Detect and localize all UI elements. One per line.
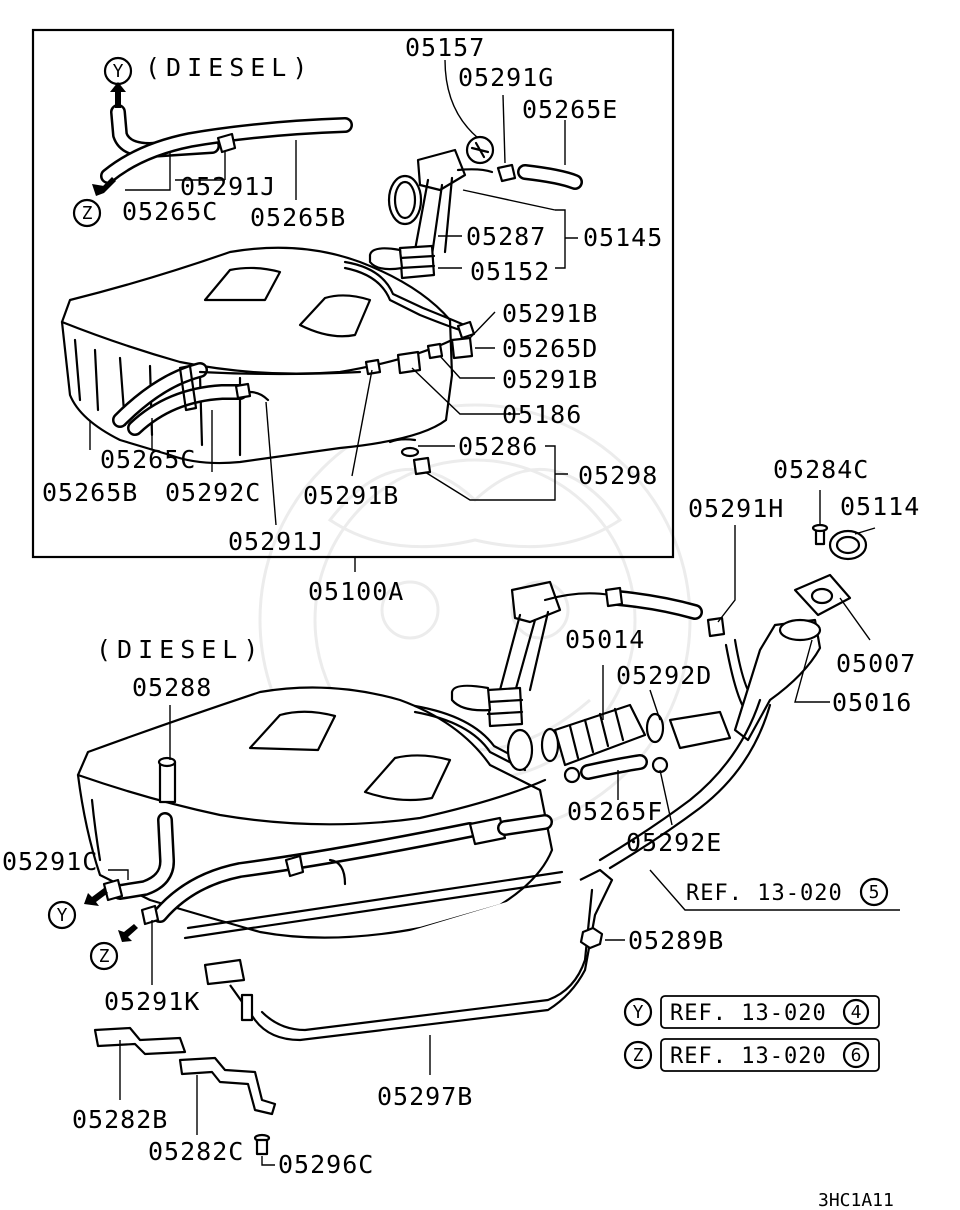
main-hoses xyxy=(102,812,553,926)
ref-legend-y-num: 4 xyxy=(851,1002,862,1023)
label-05265C-bot: 05265C xyxy=(100,445,196,474)
ref-line-text: REF. 13-020 xyxy=(686,881,843,906)
inset-marker-z-circle xyxy=(72,198,102,228)
label-05296C: 05296C xyxy=(278,1150,374,1179)
main-marker-y-circle xyxy=(47,900,77,930)
label-05016: 05016 xyxy=(832,688,912,717)
label-05297B: 05297B xyxy=(377,1082,473,1111)
main-marker-z: Z xyxy=(99,946,110,967)
main-leader-lines xyxy=(108,490,900,1166)
filler-neck-assembly xyxy=(506,618,822,870)
label-05291H: 05291H xyxy=(688,494,784,523)
part-05288-rod xyxy=(157,756,177,804)
ref-legend-y-marker: Y xyxy=(633,1002,644,1023)
label-05007: 05007 xyxy=(836,649,916,678)
ref-legend-z-marker: Z xyxy=(633,1045,644,1066)
ref-legend-y: Y REF. 13-020 4 xyxy=(623,995,880,1029)
label-05291B-c: 05291B xyxy=(303,481,399,510)
inset-marker-y: Y xyxy=(113,61,124,82)
inset-hoses xyxy=(100,104,476,476)
inset-leader-lines xyxy=(89,59,578,572)
label-05291J-bot: 05291J xyxy=(228,527,324,556)
label-05291B-a: 05291B xyxy=(502,299,598,328)
tank-straps xyxy=(203,868,614,1042)
label-05282B: 05282B xyxy=(72,1105,168,1134)
diagram-code: 3HC1A11 xyxy=(818,1190,894,1210)
label-05265D: 05265D xyxy=(502,334,598,363)
ref-legend-z-text: REF. 13-020 xyxy=(670,1044,827,1069)
ref-legend-z: Z REF. 13-020 6 xyxy=(623,1038,880,1072)
main-marker-y: Y xyxy=(57,905,68,926)
inset-marker-y-circle xyxy=(103,56,133,86)
label-05291J-top: 05291J xyxy=(180,172,276,201)
main-fuel-tank xyxy=(76,686,564,940)
inset-diesel-label: (DIESEL) xyxy=(145,53,313,82)
label-05292C: 05292C xyxy=(165,478,261,507)
label-05265E: 05265E xyxy=(522,95,618,124)
main-diesel-label: (DIESEL) xyxy=(96,635,264,664)
label-05291K: 05291K xyxy=(104,987,200,1016)
label-05157: 05157 xyxy=(405,33,485,62)
brackets xyxy=(93,1026,277,1156)
label-05292E: 05292E xyxy=(626,828,722,857)
filler-cap-parts xyxy=(793,523,868,617)
label-05286: 05286 xyxy=(458,432,538,461)
label-05152: 05152 xyxy=(470,257,550,286)
main-arrow-z xyxy=(118,924,138,942)
part-05265F-hose xyxy=(563,754,669,784)
label-05265B-bot: 05265B xyxy=(42,478,138,507)
label-05282C: 05282C xyxy=(148,1137,244,1166)
ref-legend-z-num: 6 xyxy=(851,1045,862,1066)
inset-arrow-up xyxy=(110,82,126,108)
label-05145: 05145 xyxy=(583,223,663,252)
label-05291G: 05291G xyxy=(458,63,554,92)
inset-fuel-pump-assembly xyxy=(368,135,583,280)
label-05265C-top: 05265C xyxy=(122,197,218,226)
main-fuel-pump-assembly xyxy=(450,580,726,728)
label-05287: 05287 xyxy=(466,222,546,251)
label-05014: 05014 xyxy=(565,625,645,654)
inset-arrow-z xyxy=(92,177,116,196)
label-05265B-top: 05265B xyxy=(250,203,346,232)
label-05288: 05288 xyxy=(132,673,212,702)
main-arrow-y xyxy=(84,888,108,906)
label-05100A: 05100A xyxy=(308,577,404,606)
ref-legend-y-text: REF. 13-020 xyxy=(670,1001,827,1026)
label-05291B-b: 05291B xyxy=(502,365,598,394)
part-05289B-nut xyxy=(579,926,604,950)
label-05298: 05298 xyxy=(578,461,658,490)
ref-line-num-circle xyxy=(859,877,889,907)
label-05284C: 05284C xyxy=(773,455,869,484)
main-marker-z-circle xyxy=(89,941,119,971)
label-05289B: 05289B xyxy=(628,926,724,955)
inset-frame xyxy=(31,28,675,559)
label-05291C: 05291C xyxy=(2,847,98,876)
label-05292D: 05292D xyxy=(616,661,712,690)
label-05114: 05114 xyxy=(840,492,920,521)
label-05265F: 05265F xyxy=(567,797,663,826)
ref-line-num: 5 xyxy=(869,882,880,903)
inset-marker-z: Z xyxy=(82,203,93,224)
label-05186: 05186 xyxy=(502,400,582,429)
